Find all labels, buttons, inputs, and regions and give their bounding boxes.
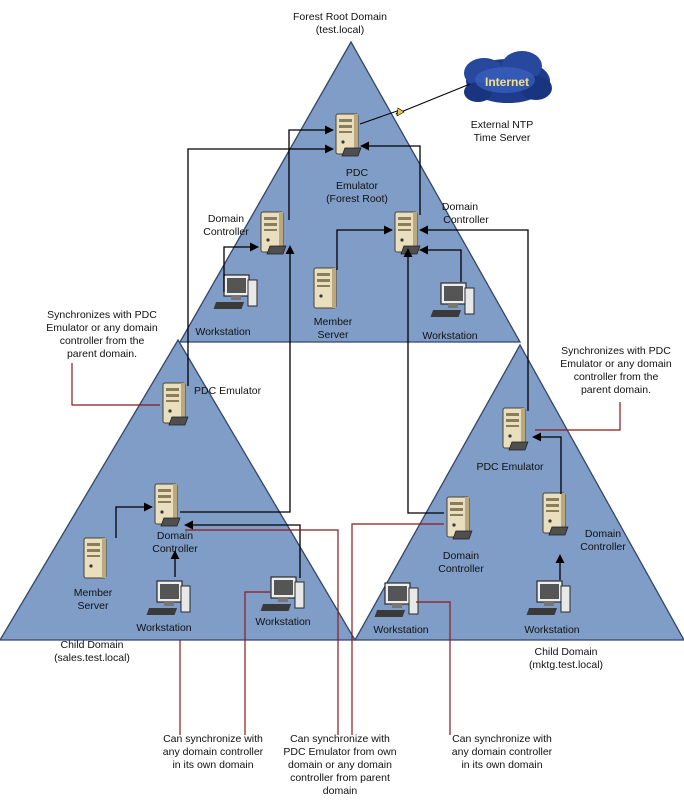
sales-domain-name-line1: Child Domain	[60, 639, 123, 651]
root-pdc-emulator-server-icon	[336, 114, 361, 156]
root-pdc-label-line1: PDC	[346, 167, 369, 179]
root-pdc-label-line2: Emulator	[336, 180, 379, 192]
callout-mktg-pdc	[535, 402, 621, 431]
sales-ws-right-label: Workstation	[255, 616, 310, 628]
svg-text:Emulator or any domain: Emulator or any domain	[46, 322, 158, 334]
arrow-member-to-root-dc-right	[336, 225, 393, 270]
mktg-dc-left-label-line1: Domain	[443, 550, 479, 562]
arrow-mktg-pdc-to-root-dc-right	[419, 225, 529, 411]
arrow-root-dc-left-to-root-pdc	[288, 125, 334, 220]
arrow-root-dc-right-to-root-pdc	[360, 141, 421, 215]
svg-text:Can synchronize with: Can synchronize with	[290, 733, 390, 745]
note-ws-sync-mktg: Can synchronize with any domain controll…	[452, 733, 553, 771]
sales-member-label-line1: Member	[74, 587, 113, 599]
arrow-sales-dc-to-root-dc-left	[180, 245, 295, 513]
note-dc-sync: Can synchronize with PDC Emulator from o…	[283, 733, 396, 797]
root-member-label-line2: Server	[318, 329, 349, 341]
root-member-server-icon	[313, 267, 337, 309]
svg-text:in its own domain: in its own domain	[461, 759, 542, 771]
root-ws-right-label: Workstation	[422, 330, 477, 342]
mktg-ws-right-label: Workstation	[524, 624, 579, 636]
svg-text:Can synchronize with: Can synchronize with	[163, 733, 263, 745]
mktg-dc-right-label-line1: Domain	[585, 528, 621, 540]
mktg-pdc-label: PDC Emulator	[476, 461, 544, 473]
svg-text:controller from the: controller from the	[60, 335, 145, 347]
mktg-child-domain-triangle	[353, 343, 684, 641]
svg-text:any domain controller: any domain controller	[163, 746, 264, 758]
root-member-label-line1: Member	[314, 316, 353, 328]
ntp-label-line2: Time Server	[474, 132, 531, 144]
arrow-mktg-dc-left-to-root-dc-right	[403, 248, 444, 514]
callout-lines	[71, 363, 621, 735]
arrow-root-ws-right-to-root-dc-right	[419, 245, 462, 282]
root-dc-right-label-line1: Domain	[442, 201, 478, 213]
internet-label: Internet	[485, 75, 529, 89]
root-dc-left-label-line1: Domain	[208, 213, 244, 225]
svg-text:Can synchronize with: Can synchronize with	[452, 733, 552, 745]
root-dc-left-server-icon	[261, 212, 286, 254]
root-pdc-label-line3: (Forest Root)	[326, 193, 388, 205]
sales-dc-label-line1: Domain	[157, 530, 193, 542]
svg-text:Synchronizes with PDC: Synchronizes with PDC	[561, 345, 671, 357]
sales-pdc-label: PDC Emulator	[194, 385, 262, 397]
svg-text:Synchronizes with PDC: Synchronizes with PDC	[47, 309, 157, 321]
mktg-dc-left-server-icon	[447, 497, 472, 539]
forest-root-title: Forest Root Domain (test.local)	[293, 11, 387, 36]
sync-arrows	[115, 125, 565, 580]
root-dc-right-server-icon	[395, 212, 420, 254]
sales-member-label-line2: Server	[78, 600, 109, 612]
svg-text:in its own domain: in its own domain	[172, 759, 253, 771]
root-dc-left-label-line2: Controller	[203, 226, 249, 238]
forest-root-subtitle-text: (test.local)	[316, 24, 364, 36]
svg-text:any domain controller: any domain controller	[452, 746, 553, 758]
sales-dc-label-line2: Controller	[152, 543, 198, 555]
arrow-root-ws-left-to-root-dc	[223, 242, 259, 292]
forest-root-domain-triangle	[178, 40, 522, 343]
internet-cloud-icon: Internet	[464, 51, 552, 103]
mktg-dc-right-label-line2: Controller	[580, 541, 626, 553]
sales-dc-server-icon	[155, 484, 180, 526]
callout-ws-sync-mktg	[416, 601, 451, 735]
forest-root-title-text: Forest Root Domain	[293, 11, 387, 23]
note-sales-sync: Synchronizes with PDC Emulator or any do…	[46, 309, 158, 360]
callout-dc-sync-a	[185, 529, 339, 735]
mktg-dc-right-server-icon	[543, 493, 568, 535]
mktg-pdc-emulator-server-icon	[503, 408, 528, 450]
mktg-domain-name-line1: Child Domain	[534, 646, 597, 658]
mktg-dc-left-label-line2: Controller	[438, 563, 484, 575]
callout-sales-pdc	[71, 363, 160, 406]
note-mktg-sync: Synchronizes with PDC Emulator or any do…	[560, 345, 672, 396]
svg-text:domain or any domain: domain or any domain	[288, 759, 392, 771]
note-ws-sync-sales: Can synchronize with any domain controll…	[163, 733, 264, 771]
mktg-domain-name-line2: (mktg.test.local)	[529, 659, 603, 671]
svg-text:domain: domain	[323, 785, 358, 797]
sales-member-server-icon	[83, 537, 107, 579]
mktg-ws-left-label: Workstation	[373, 624, 428, 636]
arrow-sales-pdc-to-root-pdc	[187, 144, 334, 386]
svg-text:parent domain.: parent domain.	[67, 348, 137, 360]
ntp-label-line1: External NTP	[471, 119, 533, 131]
root-dc-right-label-line2: Controller	[443, 214, 489, 226]
arrow-sales-member-to-sales-dc	[115, 502, 153, 538]
callout-dc-sync-b	[351, 523, 444, 735]
sales-ws-left-label: Workstation	[136, 622, 191, 634]
arrow-sales-ws-right-to-sales-dc	[184, 520, 301, 578]
svg-text:controller from the: controller from the	[574, 371, 659, 383]
root-ws-left-label: Workstation	[195, 326, 250, 338]
sales-domain-name-line2: (sales.test.local)	[54, 652, 130, 664]
svg-text:parent domain.: parent domain.	[581, 384, 651, 396]
callout-ws-sync-sales-b	[244, 591, 270, 735]
sales-pdc-emulator-server-icon	[163, 383, 188, 425]
arrow-mktg-dc-right-to-mktg-pdc	[532, 432, 562, 494]
svg-text:Emulator or any domain: Emulator or any domain	[560, 358, 672, 370]
svg-text:PDC Emulator from own: PDC Emulator from own	[283, 746, 396, 758]
svg-text:controller from parent: controller from parent	[290, 772, 390, 784]
